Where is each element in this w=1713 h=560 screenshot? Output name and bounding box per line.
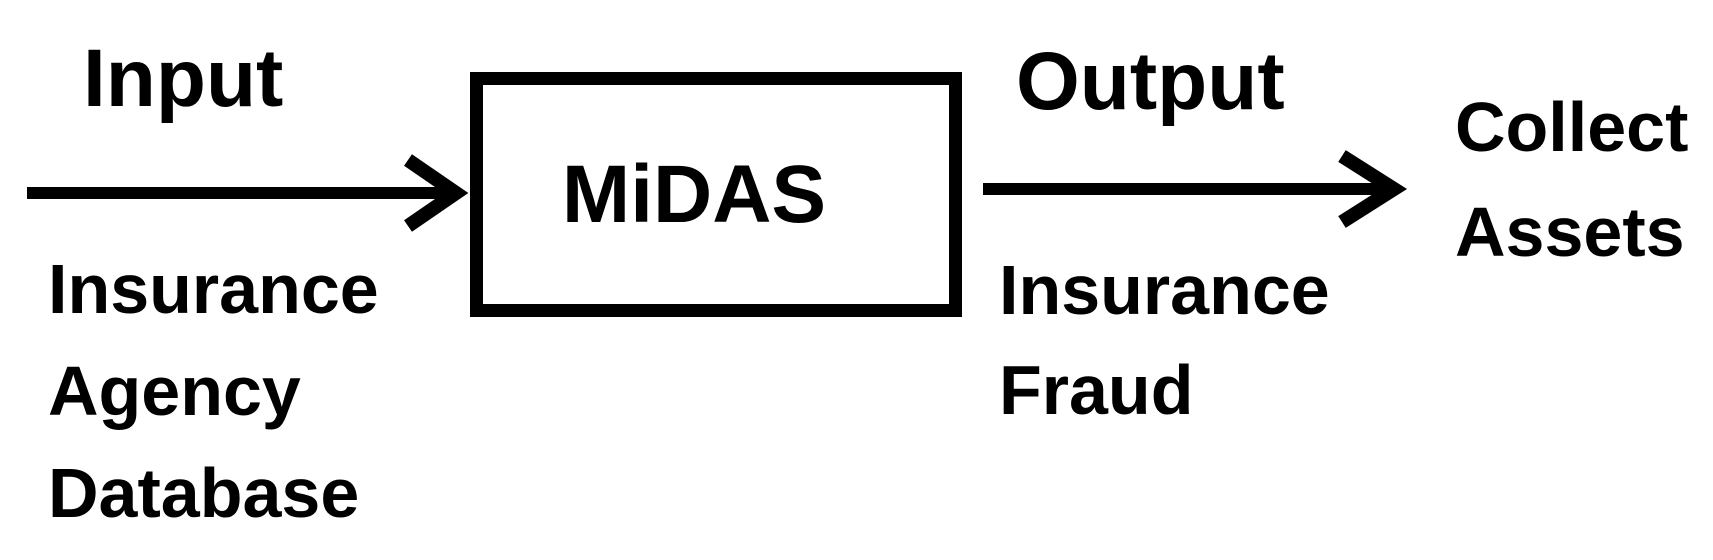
input-arrow-icon <box>27 154 469 232</box>
text-line: Fraud <box>999 351 1194 429</box>
text-line: Collect <box>1455 88 1689 166</box>
text-line: Insurance <box>48 250 379 328</box>
midas-label: MiDAS <box>561 148 827 240</box>
collect-assets-label: Collect Assets <box>1455 75 1688 285</box>
midas-process-box: MiDAS <box>470 72 962 317</box>
text-line: Insurance <box>999 251 1330 329</box>
output-label: Output <box>1016 36 1285 127</box>
input-label: Input <box>83 33 284 124</box>
input-source-label: Insurance Agency Database <box>48 238 379 544</box>
text-line: Agency <box>48 352 301 430</box>
output-result-label: Insurance Fraud <box>999 240 1330 440</box>
text-line: Assets <box>1455 193 1685 271</box>
output-arrow-icon <box>983 150 1408 228</box>
text-line: Database <box>48 454 360 532</box>
